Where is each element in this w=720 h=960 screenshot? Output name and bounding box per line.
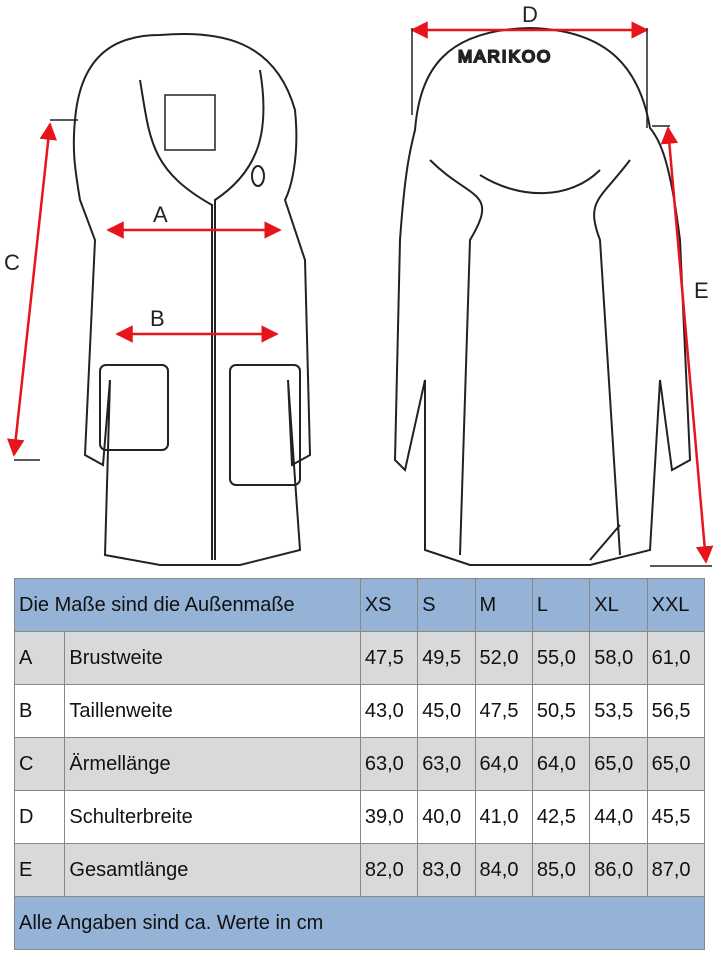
measurement-value: 53,5 — [589, 684, 648, 738]
label-d: D — [522, 2, 538, 27]
measurement-value: 64,0 — [474, 737, 533, 791]
size-table: Die Maße sind die Außenmaße XS S M L XL … — [13, 578, 706, 950]
size-table-header: Die Maße sind die Außenmaße XS S M L XL … — [14, 578, 706, 632]
label-e: E — [694, 278, 709, 303]
measurement-value: 55,0 — [531, 631, 591, 685]
measurement-value: 86,0 — [589, 843, 648, 897]
measurement-name: Gesamtlänge — [64, 843, 361, 897]
size-header: XXL — [646, 578, 706, 632]
measurement-value: 84,0 — [474, 843, 533, 897]
table-title: Die Maße sind die Außenmaße — [14, 578, 361, 632]
size-header: M — [474, 578, 533, 632]
measurement-value: 52,0 — [474, 631, 533, 685]
measurement-key: D — [13, 790, 66, 844]
measurement-value: 58,0 — [589, 631, 648, 685]
measurement-value: 87,0 — [646, 843, 706, 897]
measurement-value: 65,0 — [589, 737, 648, 791]
measurement-value: 56,5 — [646, 684, 706, 738]
measurement-value: 83,0 — [417, 843, 476, 897]
measurement-value: 82,0 — [359, 843, 419, 897]
measurement-key: B — [13, 684, 66, 738]
measurement-value: 63,0 — [417, 737, 476, 791]
table-footnote: Alle Angaben sind ca. Werte in cm — [14, 896, 705, 950]
measurement-value: 39,0 — [359, 790, 419, 844]
coat-back-drawing: MARIKOO — [393, 26, 692, 566]
measurement-value: 44,0 — [589, 790, 648, 844]
measurement-key: A — [13, 631, 66, 685]
measurement-value: 85,0 — [531, 843, 591, 897]
measurement-value: 47,5 — [474, 684, 533, 738]
measurement-name: Taillenweite — [64, 684, 361, 738]
size-header: XL — [589, 578, 648, 632]
measurement-key: E — [13, 843, 66, 897]
arrow-c — [7, 122, 57, 457]
measurement-value: 47,5 — [359, 631, 419, 685]
measurement-name: Ärmellänge — [64, 737, 361, 791]
size-header: XS — [359, 578, 419, 632]
measurement-value: 63,0 — [359, 737, 419, 791]
coat-measurement-diagram: MARIKOO A B C D E — [4, 2, 714, 567]
measurement-value: 40,0 — [417, 790, 476, 844]
measurement-value: 45,0 — [417, 684, 476, 738]
measurement-name: Brustweite — [64, 631, 361, 685]
measurement-value: 43,0 — [359, 684, 419, 738]
measurement-value: 65,0 — [646, 737, 706, 791]
label-b: B — [150, 306, 165, 331]
brand-logo-text: MARIKOO — [458, 47, 552, 66]
measurement-value: 49,5 — [417, 631, 476, 685]
measurement-key: C — [13, 737, 66, 791]
measurement-name: Schulterbreite — [64, 790, 361, 844]
measurement-value: 45,5 — [646, 790, 706, 844]
arrow-e — [660, 126, 714, 564]
measurement-value: 42,5 — [531, 790, 591, 844]
size-header: L — [531, 578, 591, 632]
size-header: S — [417, 578, 476, 632]
label-a: A — [153, 202, 168, 227]
measurement-arrows — [7, 21, 714, 564]
measurement-value: 50,5 — [531, 684, 591, 738]
measurement-value: 41,0 — [474, 790, 533, 844]
coat-front-drawing — [72, 32, 312, 566]
label-c: C — [4, 250, 20, 275]
measurement-value: 61,0 — [646, 631, 706, 685]
size-table-footer: Alle Angaben sind ca. Werte in cm — [14, 896, 705, 950]
measurement-value: 64,0 — [531, 737, 591, 791]
